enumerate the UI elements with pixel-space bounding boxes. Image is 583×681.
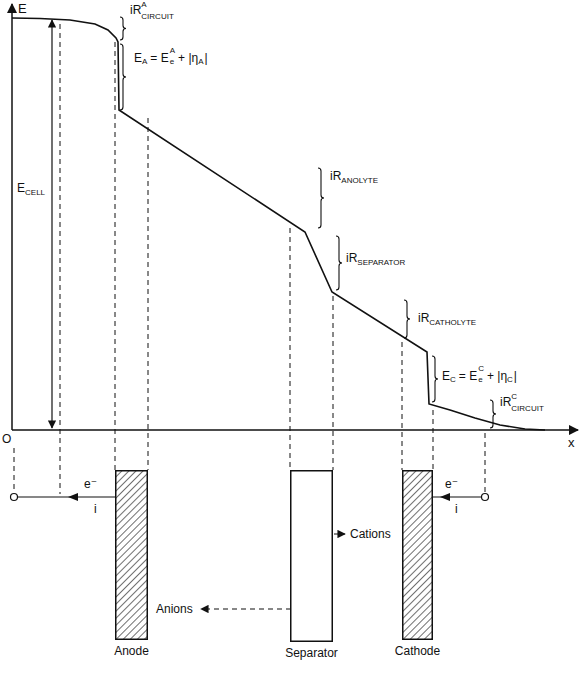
diagram-label: CIRCUIT bbox=[511, 405, 543, 413]
diagram-label: C bbox=[478, 365, 484, 373]
diagram-label: A bbox=[170, 47, 175, 55]
projection-line bbox=[485, 433, 486, 494]
e-axis bbox=[11, 4, 13, 430]
cathode-electrode bbox=[402, 470, 433, 640]
diagram-label: C bbox=[507, 376, 513, 384]
diagram-label: x bbox=[568, 436, 575, 449]
bracket bbox=[404, 300, 410, 338]
diagram-label: E bbox=[442, 370, 450, 382]
diagram-label: e⁻ bbox=[445, 478, 458, 490]
projection-line bbox=[402, 342, 403, 470]
diagram-label: Cations bbox=[350, 528, 391, 540]
diagram-label: | bbox=[205, 52, 208, 64]
projection-line bbox=[333, 296, 334, 470]
bracket bbox=[318, 168, 324, 228]
bracket bbox=[120, 17, 126, 40]
diagram-label: | bbox=[514, 370, 517, 382]
bracket bbox=[120, 44, 126, 110]
anode-electrode-outline bbox=[116, 471, 148, 640]
cell-voltage-arrow bbox=[51, 20, 52, 428]
diagram-label: A bbox=[198, 58, 203, 66]
diagram-label: iR bbox=[130, 4, 141, 16]
diagram-label: A bbox=[141, 1, 146, 9]
projection-line bbox=[148, 118, 149, 470]
anode-electrode bbox=[115, 470, 148, 640]
terminal bbox=[11, 494, 18, 501]
electron-arrow bbox=[68, 493, 78, 501]
diagram-label: SEPARATOR bbox=[357, 259, 405, 267]
diagram-label: iR bbox=[330, 170, 341, 182]
electrode-label: Anode bbox=[112, 645, 151, 657]
diagram-label: iR bbox=[500, 396, 511, 408]
diagram-label: iR bbox=[346, 252, 357, 264]
diagram-label: CATHOLYTE bbox=[429, 319, 476, 327]
projection-line bbox=[14, 448, 15, 493]
diagram-label: A bbox=[142, 58, 147, 66]
electron-arrow bbox=[440, 493, 450, 501]
diagram-label: ANOLYTE bbox=[341, 177, 378, 185]
diagram-label: E bbox=[134, 52, 142, 64]
diagram-label: i bbox=[94, 503, 97, 515]
wire bbox=[18, 496, 116, 497]
projection-line bbox=[433, 410, 434, 470]
diagram-label: + |η bbox=[487, 370, 507, 382]
diagram-label: CELL bbox=[25, 189, 45, 197]
projection-line bbox=[115, 42, 116, 470]
electrode-node: Separator bbox=[283, 470, 340, 659]
electrode-node: Anode bbox=[112, 470, 151, 657]
diagram-label: = E bbox=[459, 370, 477, 382]
diagram-label: e⁻ bbox=[84, 478, 97, 490]
cathode-electrode-outline bbox=[403, 471, 433, 640]
diagram-label: i bbox=[455, 503, 458, 515]
diagram-label: + |η bbox=[178, 52, 198, 64]
diagram-label: iR bbox=[418, 312, 429, 324]
projection-line bbox=[60, 24, 61, 494]
bracket bbox=[490, 400, 496, 428]
diagram-label: = E bbox=[150, 52, 168, 64]
electrode-label: Cathode bbox=[393, 645, 442, 657]
diagram-label: Anions bbox=[156, 603, 193, 615]
separator-membrane bbox=[290, 470, 333, 642]
terminal bbox=[482, 494, 489, 501]
diagram-label: E bbox=[18, 2, 27, 15]
diagram-label: e bbox=[478, 376, 482, 384]
diagram-label: O bbox=[2, 433, 11, 445]
separator-membrane-outline bbox=[291, 471, 333, 642]
bracket bbox=[432, 356, 438, 402]
bracket bbox=[336, 236, 342, 290]
diagram-label: C bbox=[511, 393, 517, 401]
electrode-node: Cathode bbox=[393, 470, 442, 657]
diagram-label: C bbox=[450, 376, 456, 384]
electrode-label: Separator bbox=[283, 647, 340, 659]
projection-line bbox=[290, 228, 291, 470]
x-axis bbox=[12, 429, 578, 431]
diagram-label: e bbox=[170, 58, 174, 66]
potential-profile bbox=[12, 18, 545, 430]
diagram-label: E bbox=[17, 182, 25, 194]
diagram-label: CIRCUIT bbox=[141, 13, 173, 21]
